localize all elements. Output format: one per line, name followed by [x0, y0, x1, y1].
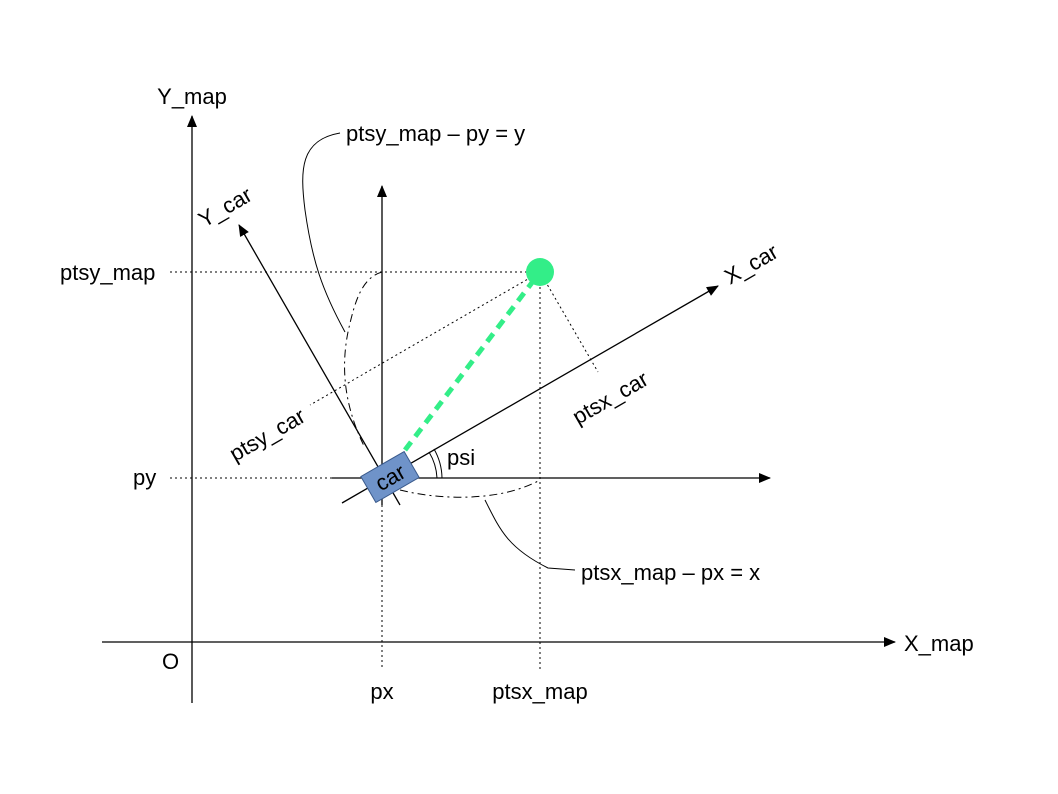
- y-car-label: Y_car: [194, 182, 256, 232]
- psi-angle-arc-outer: [433, 448, 443, 479]
- origin-label: O: [162, 649, 179, 674]
- px-label: px: [370, 679, 393, 704]
- ptsx-car-label: ptsx_car: [568, 366, 653, 429]
- x-distance-brace: [399, 479, 541, 498]
- x-car-label: X_car: [720, 239, 782, 289]
- ptsx-car-projection: [539, 271, 599, 373]
- y-distance-brace: [344, 271, 383, 449]
- psi-angle-arc-inner: [428, 451, 438, 479]
- waypoint-marker: [526, 258, 554, 286]
- ptsy-map-label: ptsy_map: [60, 260, 155, 285]
- car-body: car: [360, 450, 420, 504]
- eq-x-label: ptsx_map – px = x: [581, 560, 760, 585]
- psi-label: psi: [447, 445, 475, 470]
- eq-y-label: ptsy_map – py = y: [346, 121, 525, 146]
- ptsx-map-label: ptsx_map: [492, 679, 587, 704]
- car-to-point-link: [403, 270, 542, 452]
- y-map-label: Y_map: [157, 84, 227, 109]
- py-label: py: [133, 465, 156, 490]
- eq-y-leader: [302, 132, 346, 333]
- eq-x-leader: [484, 499, 576, 571]
- ptsy-car-label: ptsy_car: [225, 403, 310, 466]
- x-map-label: X_map: [904, 631, 974, 656]
- ptsy-car-projection: [309, 271, 541, 406]
- y-car-axis: [238, 224, 401, 506]
